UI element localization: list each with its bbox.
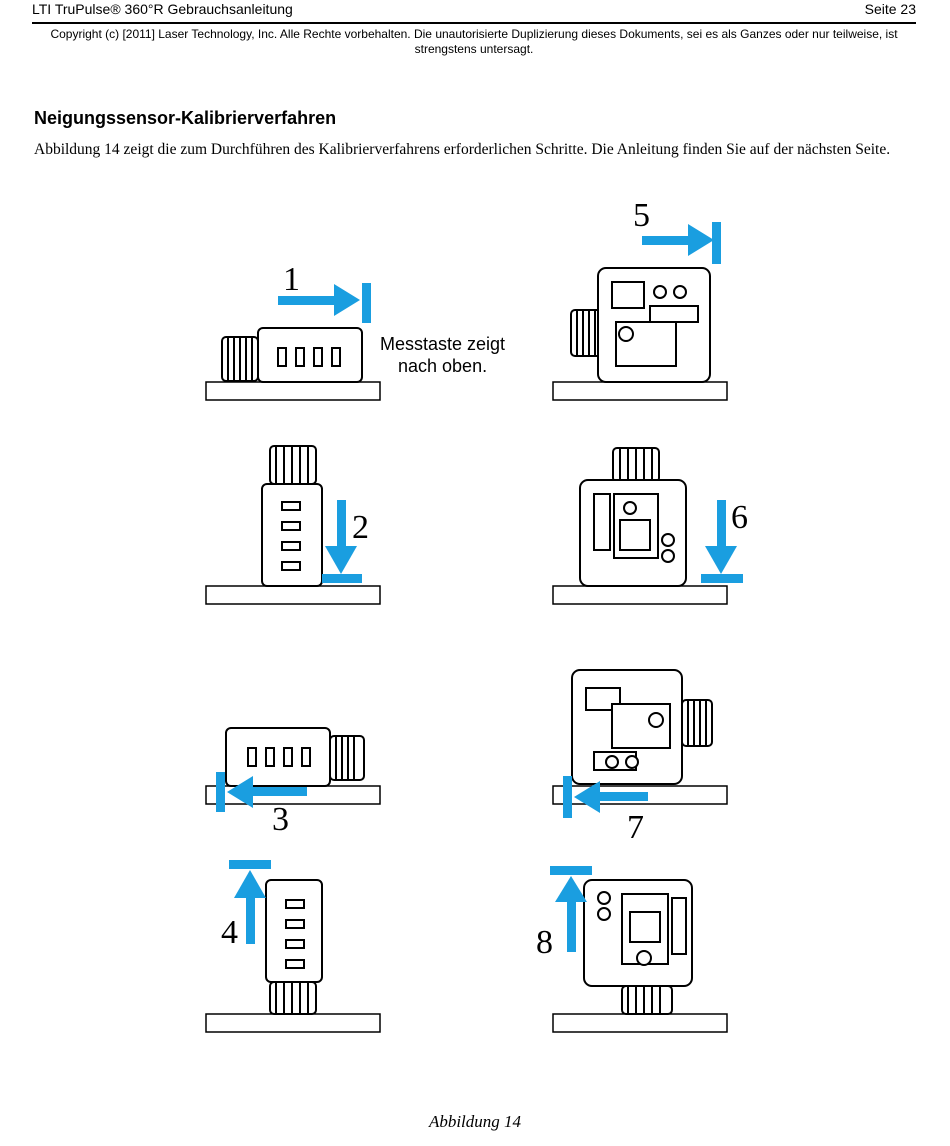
section-title: Neigungssensor-Kalibrierverfahren xyxy=(34,108,337,128)
page-number: Seite 23 xyxy=(864,1,916,17)
figure-caption: Abbildung 14 xyxy=(428,1112,522,1131)
arrow-down-stop xyxy=(701,500,743,583)
device-side-lying xyxy=(221,327,363,383)
step-number: 2 xyxy=(352,509,369,546)
table-surface xyxy=(205,1013,381,1033)
step-3-group: 3 xyxy=(205,727,381,838)
step-7-group: 7 xyxy=(552,669,728,846)
arrow-up-stop xyxy=(229,860,271,944)
arrow-right-stop xyxy=(278,283,371,323)
arrow-left-stop xyxy=(563,776,648,818)
table-surface xyxy=(205,381,381,401)
note-line-1: Messtaste zeigt xyxy=(380,334,505,354)
step-number: 4 xyxy=(221,914,238,951)
step-number: 5 xyxy=(633,197,650,234)
page-header: LTI TruPulse® 360°R Gebrauchsanleitung S… xyxy=(32,0,916,24)
step-number: 6 xyxy=(731,499,748,536)
arrow-down-stop xyxy=(322,500,362,583)
device-front-view xyxy=(570,267,711,383)
copyright-notice: Copyright (c) [2011] Laser Technology, I… xyxy=(50,27,898,56)
device-upright-side xyxy=(261,445,323,587)
step-1-group: 1 Messtaste zeigt nach oben. xyxy=(205,261,505,401)
device-side-lying-reversed xyxy=(225,727,365,787)
step-number: 7 xyxy=(627,809,644,846)
table-surface xyxy=(552,381,728,401)
step-6-group: 6 xyxy=(552,447,748,605)
note-line-2: nach oben. xyxy=(398,356,487,376)
step-number: 3 xyxy=(272,801,289,838)
intro-paragraph: Abbildung 14 zeigt die zum Durchführen d… xyxy=(34,141,891,158)
arrow-up-stop xyxy=(550,866,592,952)
device-inverted-front xyxy=(583,879,693,1015)
header-title: LTI TruPulse® 360°R Gebrauchsanleitung xyxy=(32,1,293,17)
device-front-reversed xyxy=(571,669,713,785)
arrow-right-stop xyxy=(642,222,721,264)
table-surface xyxy=(552,585,728,605)
step-number: 1 xyxy=(283,261,300,298)
arrow-left-stop xyxy=(216,772,307,812)
table-surface xyxy=(552,1013,728,1033)
step-5-group: 5 xyxy=(552,197,728,401)
step-8-group: 8 xyxy=(536,866,728,1033)
step-4-group: 4 xyxy=(205,860,381,1033)
step-2-group: 2 xyxy=(205,445,381,605)
step-number: 8 xyxy=(536,924,553,961)
device-inverted-side xyxy=(265,879,323,1015)
table-surface xyxy=(205,585,381,605)
device-upright-front xyxy=(579,447,687,587)
